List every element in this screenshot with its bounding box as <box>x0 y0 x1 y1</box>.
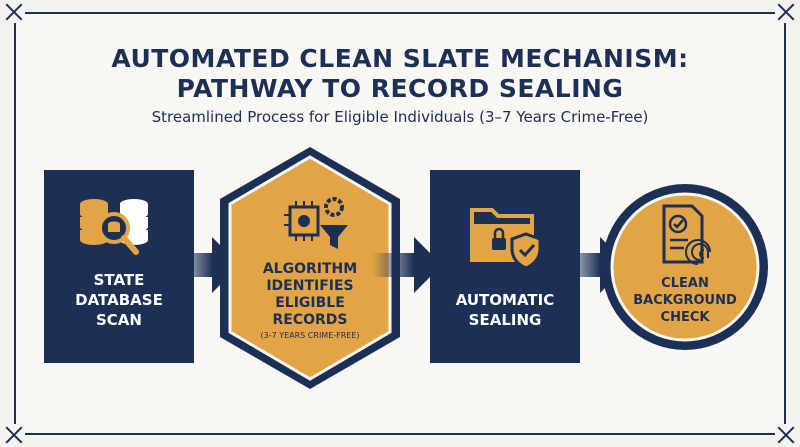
step-1-line-1: STATE <box>93 271 145 289</box>
step-2-line-3: ELIGIBLE <box>275 295 345 311</box>
corner-ornament <box>775 424 797 446</box>
step-4-line-2: BACKGROUND <box>633 293 737 308</box>
step-clean-background-check: CLEAN BACKGROUND CHECK <box>600 182 770 352</box>
diagram-subtitle: Streamlined Process for Eligible Individ… <box>151 108 649 126</box>
step-4-label: CLEAN BACKGROUND CHECK <box>615 275 755 326</box>
title-line-2: PATHWAY TO RECORD SEALING <box>176 74 624 103</box>
arrow-right-icon <box>372 237 442 293</box>
step-algorithm-identifies: ALGORITHM IDENTIFIES ELIGIBLE RECORDS (3… <box>218 145 402 391</box>
hexagon-shape <box>220 147 400 389</box>
step-4-line-1: CLEAN <box>661 276 709 291</box>
step-1-label: STATE DATABASE SCAN <box>44 270 194 330</box>
checked-document-fingerprint-icon <box>662 204 711 265</box>
step-3-line-2: SEALING <box>468 311 542 329</box>
title-line-1: AUTOMATED CLEAN SLATE MECHANISM: <box>111 44 689 73</box>
corner-ornament <box>3 424 25 446</box>
locked-folder-shield-icon <box>470 208 542 270</box>
processor-gear-filter-icon <box>284 197 348 249</box>
step-4-line-3: CHECK <box>660 310 710 325</box>
step-1-line-3: SCAN <box>96 311 142 329</box>
step-2-line-1: ALGORITHM <box>262 261 358 277</box>
step-2-line-2: IDENTIFIES <box>266 278 354 294</box>
database-search-icon <box>80 199 148 255</box>
step-3-line-1: AUTOMATIC <box>455 291 555 309</box>
corner-ornament <box>3 1 25 23</box>
corner-ornament <box>775 1 797 23</box>
step-automatic-sealing: AUTOMATIC SEALING <box>430 170 580 363</box>
circle-shape <box>602 184 768 350</box>
step-2-note: (3-7 Years Crime-Free) <box>260 331 360 340</box>
step-2-line-4: RECORDS <box>272 312 348 328</box>
step-1-line-2: DATABASE <box>75 291 163 309</box>
diagram-title: AUTOMATED CLEAN SLATE MECHANISM: PATHWAY… <box>0 44 800 104</box>
step-3-label: AUTOMATIC SEALING <box>430 290 580 330</box>
step-database-scan: STATE DATABASE SCAN <box>44 170 194 363</box>
step-2-label: ALGORITHM IDENTIFIES ELIGIBLE RECORDS <box>240 261 380 329</box>
